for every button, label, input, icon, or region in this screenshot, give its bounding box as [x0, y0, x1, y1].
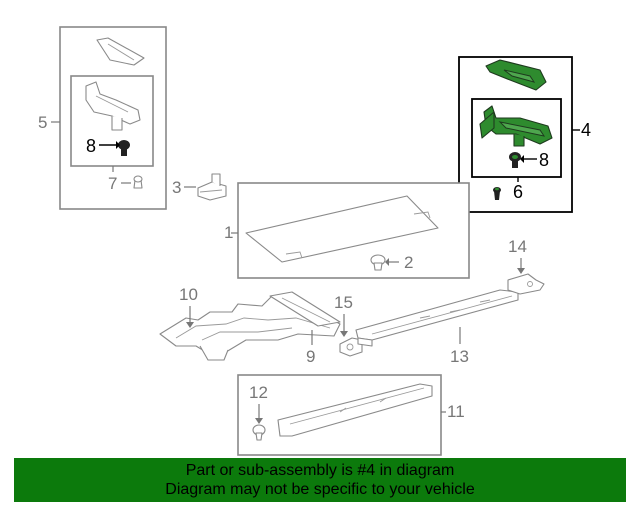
bracket-3[interactable]: [197, 173, 227, 201]
trim-piece-5[interactable]: [85, 81, 141, 131]
callout-6: 6: [513, 182, 523, 202]
callout-13: 13: [450, 347, 469, 366]
callout-1: 1: [224, 223, 233, 242]
callout-4: 4: [581, 120, 591, 140]
clip-8-left[interactable]: [118, 140, 130, 156]
bracket-15[interactable]: [339, 337, 363, 357]
parts-diagram: 8 7 5 8 6 4: [38, 26, 591, 456]
callout-14: 14: [508, 237, 527, 256]
trim-piece-upper-left[interactable]: [96, 37, 145, 66]
bracket-14[interactable]: [507, 273, 545, 295]
trim-piece-4[interactable]: [479, 105, 553, 147]
rail-13[interactable]: [355, 289, 519, 347]
floor-mat-1[interactable]: [245, 195, 439, 263]
screw-7[interactable]: [133, 175, 143, 189]
banner-line-1: Part or sub-assembly is #4 in diagram: [185, 462, 455, 479]
callout-5: 5: [38, 113, 47, 132]
info-banner: Part or sub-assembly is #4 in diagram Di…: [14, 458, 626, 502]
floor-cover-9[interactable]: [269, 291, 341, 327]
callout-7: 7: [108, 174, 117, 193]
clip-12[interactable]: [252, 424, 266, 441]
banner-line-2: Diagram may not be specific to your vehi…: [165, 481, 475, 498]
callout-11: 11: [447, 402, 465, 421]
callout-12: 12: [249, 383, 268, 402]
callout-8-right: 8: [539, 150, 549, 170]
clip-2[interactable]: [370, 254, 386, 271]
callout-15: 15: [334, 293, 353, 312]
callout-2: 2: [404, 253, 413, 272]
callout-9: 9: [306, 347, 315, 366]
trim-piece-upper-right[interactable]: [485, 59, 547, 91]
callout-10: 10: [179, 285, 198, 304]
callout-3: 3: [172, 178, 181, 197]
screw-6[interactable]: [493, 187, 501, 200]
sill-plate-11[interactable]: [277, 383, 433, 437]
callout-8-left: 8: [86, 136, 96, 156]
clip-8-right[interactable]: [509, 152, 521, 168]
